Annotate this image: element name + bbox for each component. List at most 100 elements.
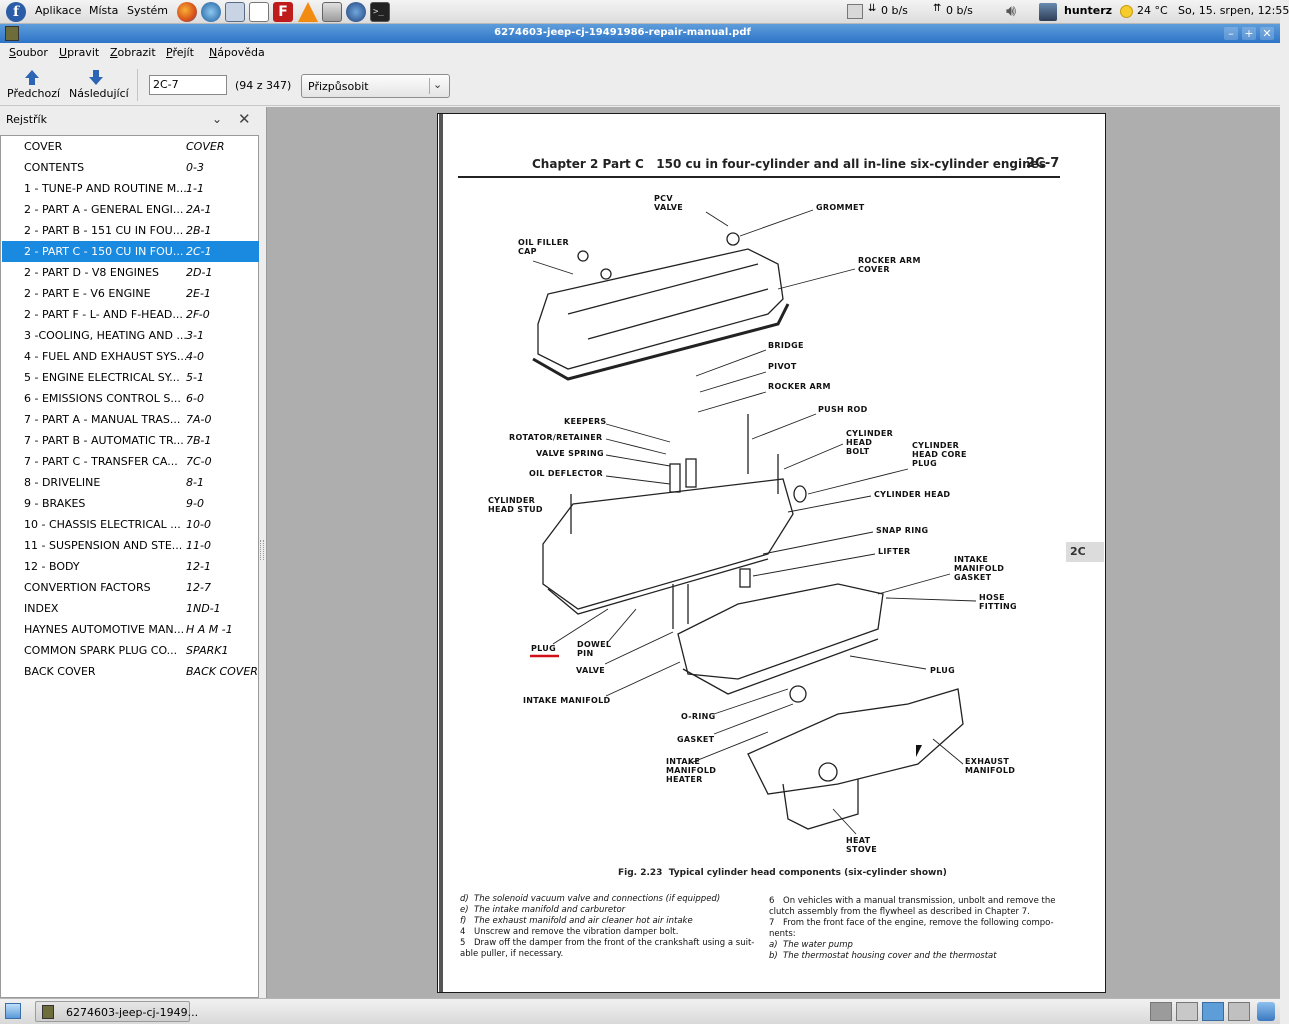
- close-window-button[interactable]: ✕: [1260, 27, 1274, 40]
- outline-item[interactable]: 6 - EMISSIONS CONTROL S... 6-0: [2, 388, 259, 409]
- clock[interactable]: So, 15. srpen, 12:55: [1178, 4, 1289, 17]
- outline-item[interactable]: 7 - PART A - MANUAL TRAS...7A-0: [2, 409, 259, 430]
- volume-icon[interactable]: 🔊︎: [1006, 1, 1017, 20]
- workspace-4[interactable]: [1228, 1002, 1250, 1021]
- workspace-3[interactable]: [1202, 1002, 1224, 1021]
- mouse-cursor-icon: [916, 745, 922, 757]
- menu-prejit[interactable]: Přejít: [166, 46, 194, 59]
- text-editor-icon[interactable]: [249, 2, 269, 22]
- window-titlebar[interactable]: 6274603-jeep-cj-19491986-repair-manual.p…: [0, 24, 1280, 43]
- maximize-button[interactable]: +: [1242, 27, 1256, 40]
- outline-item[interactable]: 2 - PART A - GENERAL ENGI...2A-1: [2, 199, 259, 220]
- text-line-content: clutch assembly from the flywheel as des…: [769, 907, 1030, 917]
- outline-item-page: 6-0: [186, 392, 204, 405]
- text-line: b)The thermostat housing cover and the t…: [769, 951, 1069, 962]
- outline-item[interactable]: 4 - FUEL AND EXHAUST SYS...4-0: [2, 346, 259, 367]
- previous-page-button[interactable]: Předchozí: [4, 67, 60, 103]
- avatar[interactable]: [1039, 3, 1057, 21]
- close-sidebar-icon[interactable]: ✕: [238, 110, 251, 128]
- show-desktop-icon[interactable]: [5, 1003, 21, 1019]
- side-tab: 2C: [1066, 542, 1104, 562]
- calculator-icon[interactable]: [225, 2, 245, 22]
- network-monitor-icon[interactable]: [847, 4, 863, 19]
- pane-resize-handle[interactable]: [260, 540, 264, 560]
- vlc-icon[interactable]: [298, 2, 318, 22]
- outline-item-title: 2 - PART E - V6 ENGINE: [24, 287, 151, 300]
- menu-soubor[interactable]: Soubor: [9, 46, 48, 59]
- files-icon[interactable]: [322, 2, 342, 22]
- menu-zobrazit[interactable]: Zobrazit: [110, 46, 156, 59]
- app-icon[interactable]: [5, 26, 19, 41]
- outline-item-title: 7 - PART A - MANUAL TRAS...: [24, 413, 181, 426]
- menu-aplikace[interactable]: Aplikace: [35, 4, 82, 17]
- outline-item-page: 7C-0: [186, 455, 212, 468]
- label-intake-manifold-gasket: INTAKE MANIFOLD GASKET: [954, 555, 1005, 582]
- outline-item-title: 12 - BODY: [24, 560, 80, 573]
- menu-upravit[interactable]: Upravit: [59, 46, 100, 59]
- workspace-2[interactable]: [1176, 1002, 1198, 1021]
- chevron-down-icon[interactable]: ⌄: [212, 112, 223, 126]
- outline-item[interactable]: 7 - PART B - AUTOMATIC TR...7B-1: [2, 430, 259, 451]
- outline-item[interactable]: COMMON SPARK PLUG CO...SPARK1: [2, 640, 259, 661]
- outline-item[interactable]: 3 -COOLING, HEATING AND ...3-1: [2, 325, 259, 346]
- label-push-rod: PUSH ROD: [818, 405, 868, 414]
- fedora-logo-icon[interactable]: f: [6, 2, 26, 22]
- workspace-1[interactable]: [1150, 1002, 1172, 1021]
- label-exhaust-manifold: EXHAUST MANIFOLD: [965, 757, 1016, 775]
- trash-icon[interactable]: [1257, 1002, 1275, 1021]
- outline-item[interactable]: 2 - PART C - 150 CU IN FOU...2C-1: [2, 241, 259, 262]
- outline-item[interactable]: 5 - ENGINE ELECTRICAL SY...5-1: [2, 367, 259, 388]
- intake-manifold-shape: [677, 583, 884, 680]
- outline-item[interactable]: 2 - PART F - L- AND F-HEAD...2F-0: [2, 304, 259, 325]
- outline-item-page: 0-3: [186, 161, 204, 174]
- taskbar-item-pdf[interactable]: 6274603-jeep-cj-1949...: [35, 1001, 198, 1022]
- filezilla-icon[interactable]: F: [273, 2, 293, 22]
- outline-item[interactable]: 2 - PART E - V6 ENGINE 2E-1: [2, 283, 259, 304]
- text-line-mark: 7: [769, 918, 775, 928]
- outline-item-title: COMMON SPARK PLUG CO...: [24, 644, 178, 657]
- minimize-button[interactable]: –: [1224, 27, 1238, 40]
- weather-temp[interactable]: 24 °C: [1137, 4, 1168, 17]
- terminal-icon[interactable]: >_: [370, 2, 390, 22]
- outline-item-title: 6 - EMISSIONS CONTROL S...: [24, 392, 181, 405]
- text-line-content: Draw off the damper from the front of th…: [474, 938, 755, 948]
- outline-item-title: INDEX: [24, 602, 59, 615]
- outline-item[interactable]: 1 - TUNE-P AND ROUTINE M...1-1: [2, 178, 259, 199]
- outline-item[interactable]: 7 - PART C - TRANSFER CA...7C-0: [2, 451, 259, 472]
- outline-item-title: 8 - DRIVELINE: [24, 476, 101, 489]
- outline-item-title: 2 - PART B - 151 CU IN FOU...: [24, 224, 184, 237]
- zoom-select[interactable]: Přizpůsobit ⌄: [301, 74, 450, 98]
- outline-item[interactable]: 2 - PART B - 151 CU IN FOU...2B-1: [2, 220, 259, 241]
- text-line-content: The water pump: [783, 940, 853, 950]
- firefox-icon[interactable]: [177, 2, 197, 22]
- outline-item[interactable]: 10 - CHASSIS ELECTRICAL ...10-0: [2, 514, 259, 535]
- label-pivot: PIVOT: [768, 362, 797, 371]
- browser-icon[interactable]: [201, 2, 221, 22]
- text-line-content: From the front face of the engine, remov…: [783, 918, 1054, 928]
- next-page-button[interactable]: Následující: [66, 67, 129, 103]
- menu-system[interactable]: Systém: [127, 4, 169, 17]
- sidebar-title[interactable]: Rejstřík: [6, 113, 47, 126]
- label-gasket: GASKET: [677, 735, 715, 744]
- menu-mista[interactable]: Místa: [89, 4, 119, 17]
- menu-napoveda[interactable]: Nápověda: [209, 46, 265, 59]
- outline-item[interactable]: 11 - SUSPENSION AND STE...11-0: [2, 535, 259, 556]
- page-number-input[interactable]: 2C-7: [149, 75, 227, 95]
- network-app-icon[interactable]: [346, 2, 366, 22]
- outline-item[interactable]: HAYNES AUTOMOTIVE MAN...H A M -1: [2, 619, 259, 640]
- text-line: 7 From the front face of the engine, remo…: [769, 918, 1069, 929]
- label-grommet: GROMMET: [816, 203, 865, 212]
- outline-item-page: 2E-1: [186, 287, 211, 300]
- username[interactable]: hunterz: [1064, 4, 1113, 17]
